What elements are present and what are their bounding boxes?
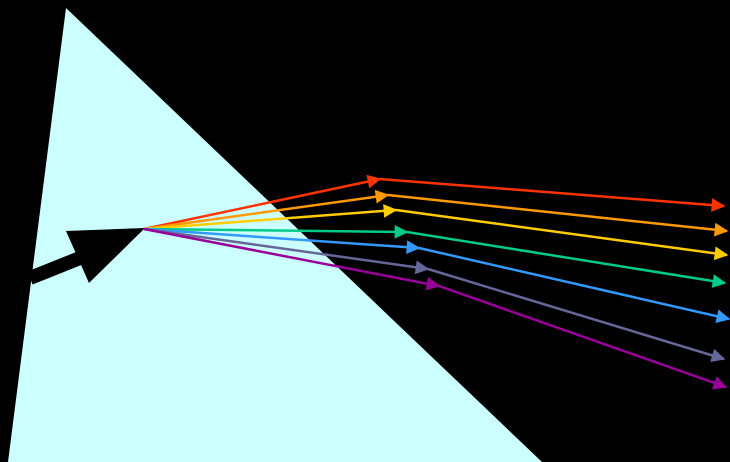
indigo-ray [143,227,726,362]
indigo-ray-outer-segment [427,267,726,362]
green-ray [143,224,727,288]
blue-ray-inner-segment [143,227,421,255]
violet-ray-inner-segment [143,227,441,291]
yellow-ray-inner-segment [143,204,398,231]
red-ray [143,174,726,231]
indigo-ray-inner-segment [143,227,430,275]
violet-ray-outer-segment [438,284,728,390]
red-ray-outer-segment [379,177,726,212]
green-ray-inner-segment [143,224,409,239]
orange-ray-inner-segment [143,189,390,231]
blue-ray-outer-segment [418,246,730,323]
red-ray-inner-segment [143,174,382,231]
yellow-ray-outer-segment [395,208,729,261]
violet-ray [143,227,728,390]
yellow-ray [143,204,729,261]
green-ray-outer-segment [406,230,727,288]
orange-ray [143,189,729,237]
dispersed-rays [143,174,730,390]
white-light-beam [27,228,145,285]
blue-ray [143,227,730,323]
orange-ray-outer-segment [387,193,729,237]
prism [8,8,542,462]
